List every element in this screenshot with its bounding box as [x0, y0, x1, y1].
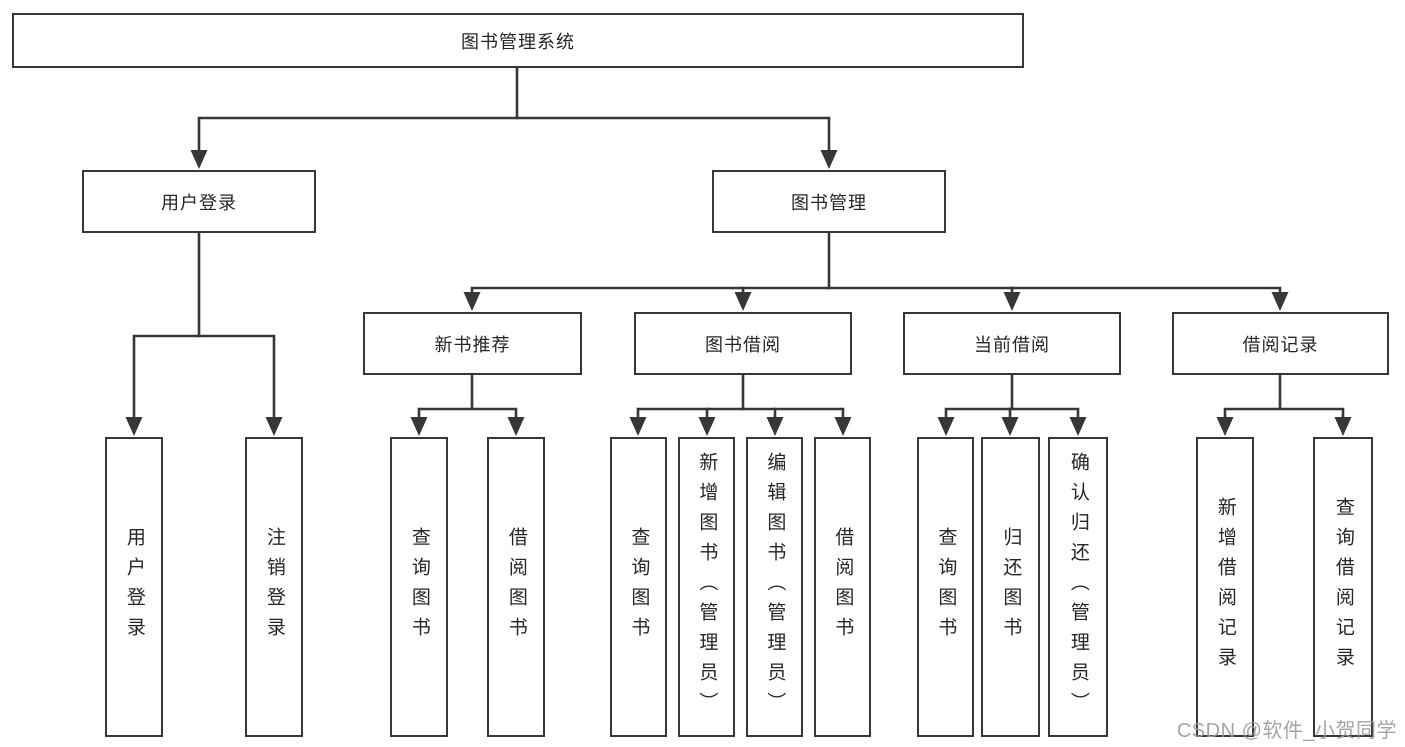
leaf-label: 查询借阅记录	[1332, 497, 1354, 677]
arrowhead-down-icon	[1334, 417, 1352, 436]
arrowhead-down-icon	[698, 417, 716, 436]
leaf-label: 注销登录	[263, 527, 285, 647]
node-book-borrow: 图书借阅	[634, 312, 852, 375]
arrowhead-down-icon	[1069, 417, 1087, 436]
leaf-label: 新增图书（管理员）	[696, 452, 718, 722]
arrowhead-down-icon	[265, 417, 283, 436]
connector-book-borrow-children	[629, 373, 852, 436]
arrowhead-down-icon	[125, 417, 143, 436]
arrowhead-down-icon	[463, 292, 481, 311]
node-borrow-record: 借阅记录	[1172, 312, 1389, 375]
leaf-logout-login: 注销登录	[245, 437, 303, 737]
connector-current-borrow-children	[937, 373, 1087, 436]
leaf-bb-add-book-admin: 新增图书（管理员）	[678, 437, 735, 737]
arrowhead-down-icon	[937, 417, 955, 436]
leaf-cb-confirm-return-admin: 确认归还（管理员）	[1048, 437, 1108, 737]
arrowhead-down-icon	[1271, 292, 1289, 311]
leaf-label: 借阅图书	[832, 527, 854, 647]
leaf-nbr-query-book: 查询图书	[390, 437, 448, 737]
leaf-cb-query-book: 查询图书	[917, 437, 974, 737]
arrowhead-down-icon	[766, 417, 784, 436]
csdn-watermark: CSDN @软件_小贺同学	[1176, 720, 1397, 742]
connector-borrow-record-children	[1216, 373, 1352, 436]
arrowhead-down-icon	[1216, 417, 1234, 436]
connector-new-book-children	[410, 374, 525, 436]
leaf-label: 用户登录	[123, 527, 145, 647]
leaf-label: 查询图书	[935, 527, 957, 647]
leaf-label: 确认归还（管理员）	[1067, 452, 1089, 722]
leaf-label: 归还图书	[1000, 527, 1022, 647]
arrowhead-down-icon	[507, 417, 525, 436]
node-root-library-system: 图书管理系统	[12, 13, 1024, 68]
leaf-label: 查询图书	[408, 527, 430, 647]
connector-book-management-children	[463, 231, 1289, 311]
leaf-label: 新增借阅记录	[1214, 497, 1236, 677]
arrowhead-down-icon	[820, 150, 838, 169]
leaf-label: 借阅图书	[505, 527, 527, 647]
arrowhead-down-icon	[1003, 292, 1021, 311]
node-book-management: 图书管理	[712, 170, 946, 233]
connector-user-login-children	[125, 231, 283, 436]
arrowhead-down-icon	[734, 292, 752, 311]
leaf-br-add-borrow-record: 新增借阅记录	[1196, 437, 1254, 737]
leaf-cb-return-book: 归还图书	[981, 437, 1040, 737]
arrowhead-down-icon	[629, 417, 647, 436]
leaf-label: 查询图书	[628, 527, 650, 647]
leaf-nbr-borrow-book: 借阅图书	[487, 437, 545, 737]
leaf-user-login: 用户登录	[105, 437, 163, 737]
leaf-bb-query-book: 查询图书	[610, 437, 667, 737]
leaf-label: 编辑图书（管理员）	[764, 452, 786, 722]
connector-root-to-level2	[190, 65, 838, 169]
node-current-borrow: 当前借阅	[903, 312, 1121, 375]
arrowhead-down-icon	[834, 417, 852, 436]
leaf-bb-edit-book-admin: 编辑图书（管理员）	[746, 437, 803, 737]
node-new-book-recommend: 新书推荐	[363, 312, 582, 375]
arrowhead-down-icon	[1001, 417, 1019, 436]
leaf-bb-borrow-book: 借阅图书	[814, 437, 871, 737]
arrowhead-down-icon	[190, 150, 208, 169]
arrowhead-down-icon	[410, 417, 428, 436]
leaf-br-query-borrow-record: 查询借阅记录	[1313, 437, 1373, 737]
node-user-login: 用户登录	[82, 170, 316, 233]
